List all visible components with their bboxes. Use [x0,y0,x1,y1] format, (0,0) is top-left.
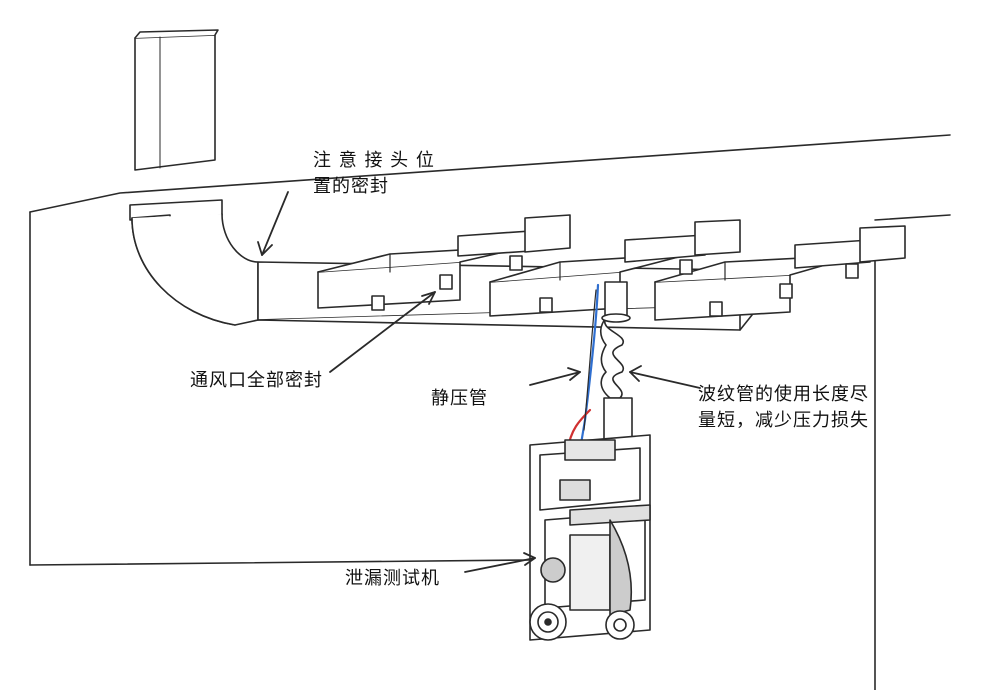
label-joint-seal-line1: 注 意 接 头 位 [313,150,435,171]
label-bellows: 波纹管的使用长度尽 量短，减少压力损失 [698,382,869,434]
callout-arrows [257,191,701,573]
bellows-pipe [599,281,633,447]
chimney [134,29,219,171]
label-static-pressure-tube: 静压管 [431,388,488,409]
label-bellows-line2: 量短，减少压力损失 [698,410,869,431]
label-joint-seal: 注 意 接 头 位 置的密封 [313,148,435,200]
label-bellows-line1: 波纹管的使用长度尽 [698,384,869,405]
branch-ducts [317,214,906,321]
tester-wheels [529,603,635,641]
label-joint-seal-line2: 置的密封 [313,176,389,197]
leak-tester-machine [529,434,651,641]
vent-diffusers [371,255,859,317]
label-vents-sealed: 通风口全部密封 [190,370,323,391]
building-structure [29,134,951,690]
label-leak-tester: 泄漏测试机 [345,568,440,589]
